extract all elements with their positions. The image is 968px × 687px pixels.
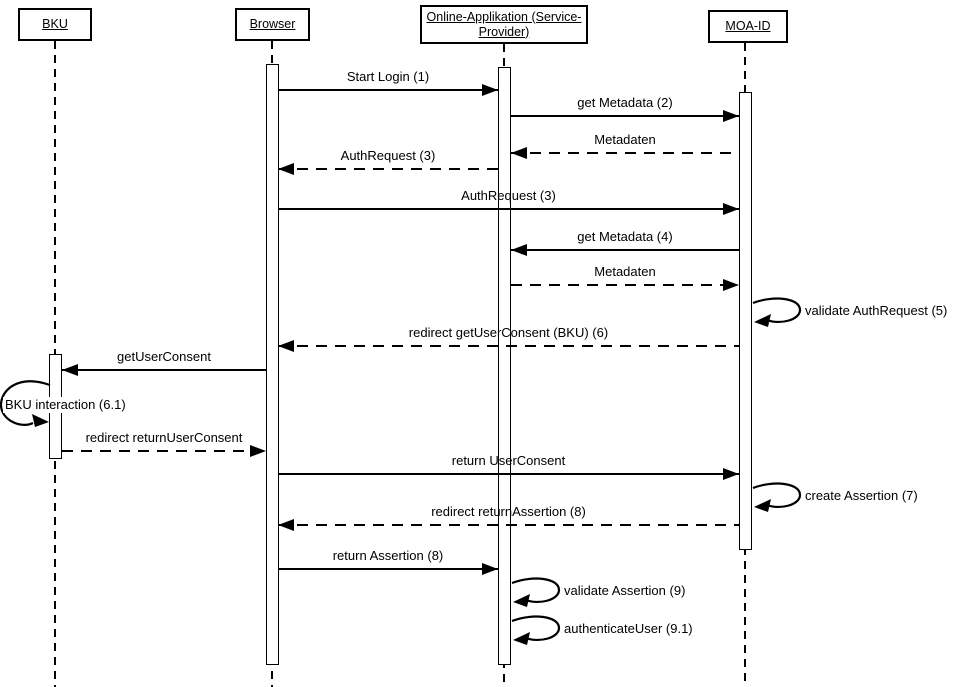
- message-return-assertion: return Assertion (8): [278, 548, 498, 575]
- arrowhead-left-icon: [511, 244, 527, 256]
- message-redirect-returnassertion: redirect returnAssertion (8): [278, 504, 739, 531]
- message-get-metadata-4: get Metadata (4): [511, 229, 739, 256]
- message-label: validate AuthRequest (5): [805, 303, 948, 318]
- arrowhead-right-icon: [482, 84, 498, 96]
- message-label: redirect returnAssertion (8): [431, 504, 586, 519]
- message-label: AuthRequest (3): [461, 188, 556, 203]
- self-loop-icon: [0, 380, 51, 427]
- arrow-line: [62, 364, 266, 376]
- actor-box-online-applikation: Online-Applikation (Service-Provider): [420, 5, 588, 44]
- arrowhead-right-icon: [723, 110, 739, 122]
- message-label: BKU interaction (6.1): [3, 397, 128, 413]
- arrowhead-right-icon: [250, 445, 266, 457]
- message-redirect-getuserconsent: redirect getUserConsent (BKU) (6): [278, 325, 739, 352]
- message-label: create Assertion (7): [805, 488, 918, 503]
- self-loop-icon: [511, 615, 561, 645]
- self-message-create-assertion: create Assertion (7): [752, 482, 968, 512]
- message-label: redirect returnUserConsent: [85, 430, 243, 445]
- arrow-line: [511, 110, 739, 122]
- arrow-line: [62, 445, 266, 457]
- arrow-line: [278, 340, 739, 352]
- activation-bar-online-applikation: [498, 67, 511, 665]
- arrowhead-left-icon: [278, 163, 294, 175]
- arrow-line: [278, 203, 739, 215]
- self-message-validate-assertion: validate Assertion (9): [511, 577, 771, 607]
- actor-label-online-applikation: Online-Applikation (Service-Provider): [426, 9, 582, 39]
- arrow-line: [511, 147, 739, 159]
- message-metadaten-1: Metadaten: [511, 132, 739, 159]
- message-label: AuthRequest (3): [340, 148, 436, 163]
- message-return-userconsent: return UserConsent: [278, 453, 739, 480]
- actor-label-browser: Browser: [249, 17, 296, 31]
- message-label: get Metadata (2): [577, 95, 673, 110]
- arrowhead-right-icon: [723, 279, 739, 291]
- self-loop-icon: [752, 297, 802, 327]
- arrow-line: [278, 84, 498, 96]
- arrow-line: [511, 244, 739, 256]
- message-label: redirect getUserConsent (BKU) (6): [408, 325, 609, 340]
- activation-bar-moa-id: [739, 92, 752, 550]
- message-getuserconsent: getUserConsent: [62, 349, 266, 376]
- arrow-line: [278, 563, 498, 575]
- arrowhead-right-icon: [723, 468, 739, 480]
- message-label: getUserConsent: [117, 349, 211, 364]
- message-label: return Assertion (8): [332, 548, 444, 563]
- arrowhead-left-icon: [62, 364, 78, 376]
- self-message-bku-interaction: BKU interaction (6.1): [0, 378, 150, 430]
- arrowhead-left-icon: [278, 519, 294, 531]
- message-get-metadata-2: get Metadata (2): [511, 95, 739, 122]
- self-loop-icon: [752, 482, 802, 512]
- message-redirect-returnuserconsent: redirect returnUserConsent: [62, 430, 266, 457]
- message-authrequest-to-moa: AuthRequest (3): [278, 188, 739, 215]
- message-label: authenticateUser (9.1): [564, 621, 693, 636]
- actor-label-moa-id: MOA-ID: [725, 19, 771, 33]
- arrowhead-left-icon: [511, 147, 527, 159]
- message-metadaten-2: Metadaten: [511, 264, 739, 291]
- actor-box-bku: BKU: [18, 8, 92, 41]
- arrowhead-right-icon: [723, 203, 739, 215]
- actor-box-moa-id: MOA-ID: [708, 10, 788, 43]
- arrow-line: [278, 519, 739, 531]
- actor-label-bku: BKU: [42, 17, 68, 31]
- message-label: Metadaten: [594, 132, 656, 147]
- self-loop-icon: [511, 577, 561, 607]
- message-label: return UserConsent: [451, 453, 566, 468]
- arrowhead-left-icon: [278, 340, 294, 352]
- arrow-line: [511, 279, 739, 291]
- activation-bar-browser: [266, 64, 279, 665]
- message-authrequest-to-browser: AuthRequest (3): [278, 148, 498, 175]
- message-label: Metadaten: [594, 264, 656, 279]
- message-start-login: Start Login (1): [278, 69, 498, 96]
- message-label: get Metadata (4): [577, 229, 673, 244]
- self-message-authenticateuser: authenticateUser (9.1): [511, 615, 771, 645]
- message-label: validate Assertion (9): [564, 583, 686, 598]
- arrow-line: [278, 163, 498, 175]
- actor-box-browser: Browser: [235, 8, 310, 41]
- message-label: Start Login (1): [346, 69, 430, 84]
- arrow-line: [278, 468, 739, 480]
- arrowhead-right-icon: [482, 563, 498, 575]
- self-message-validate-authrequest: validate AuthRequest (5): [752, 297, 968, 327]
